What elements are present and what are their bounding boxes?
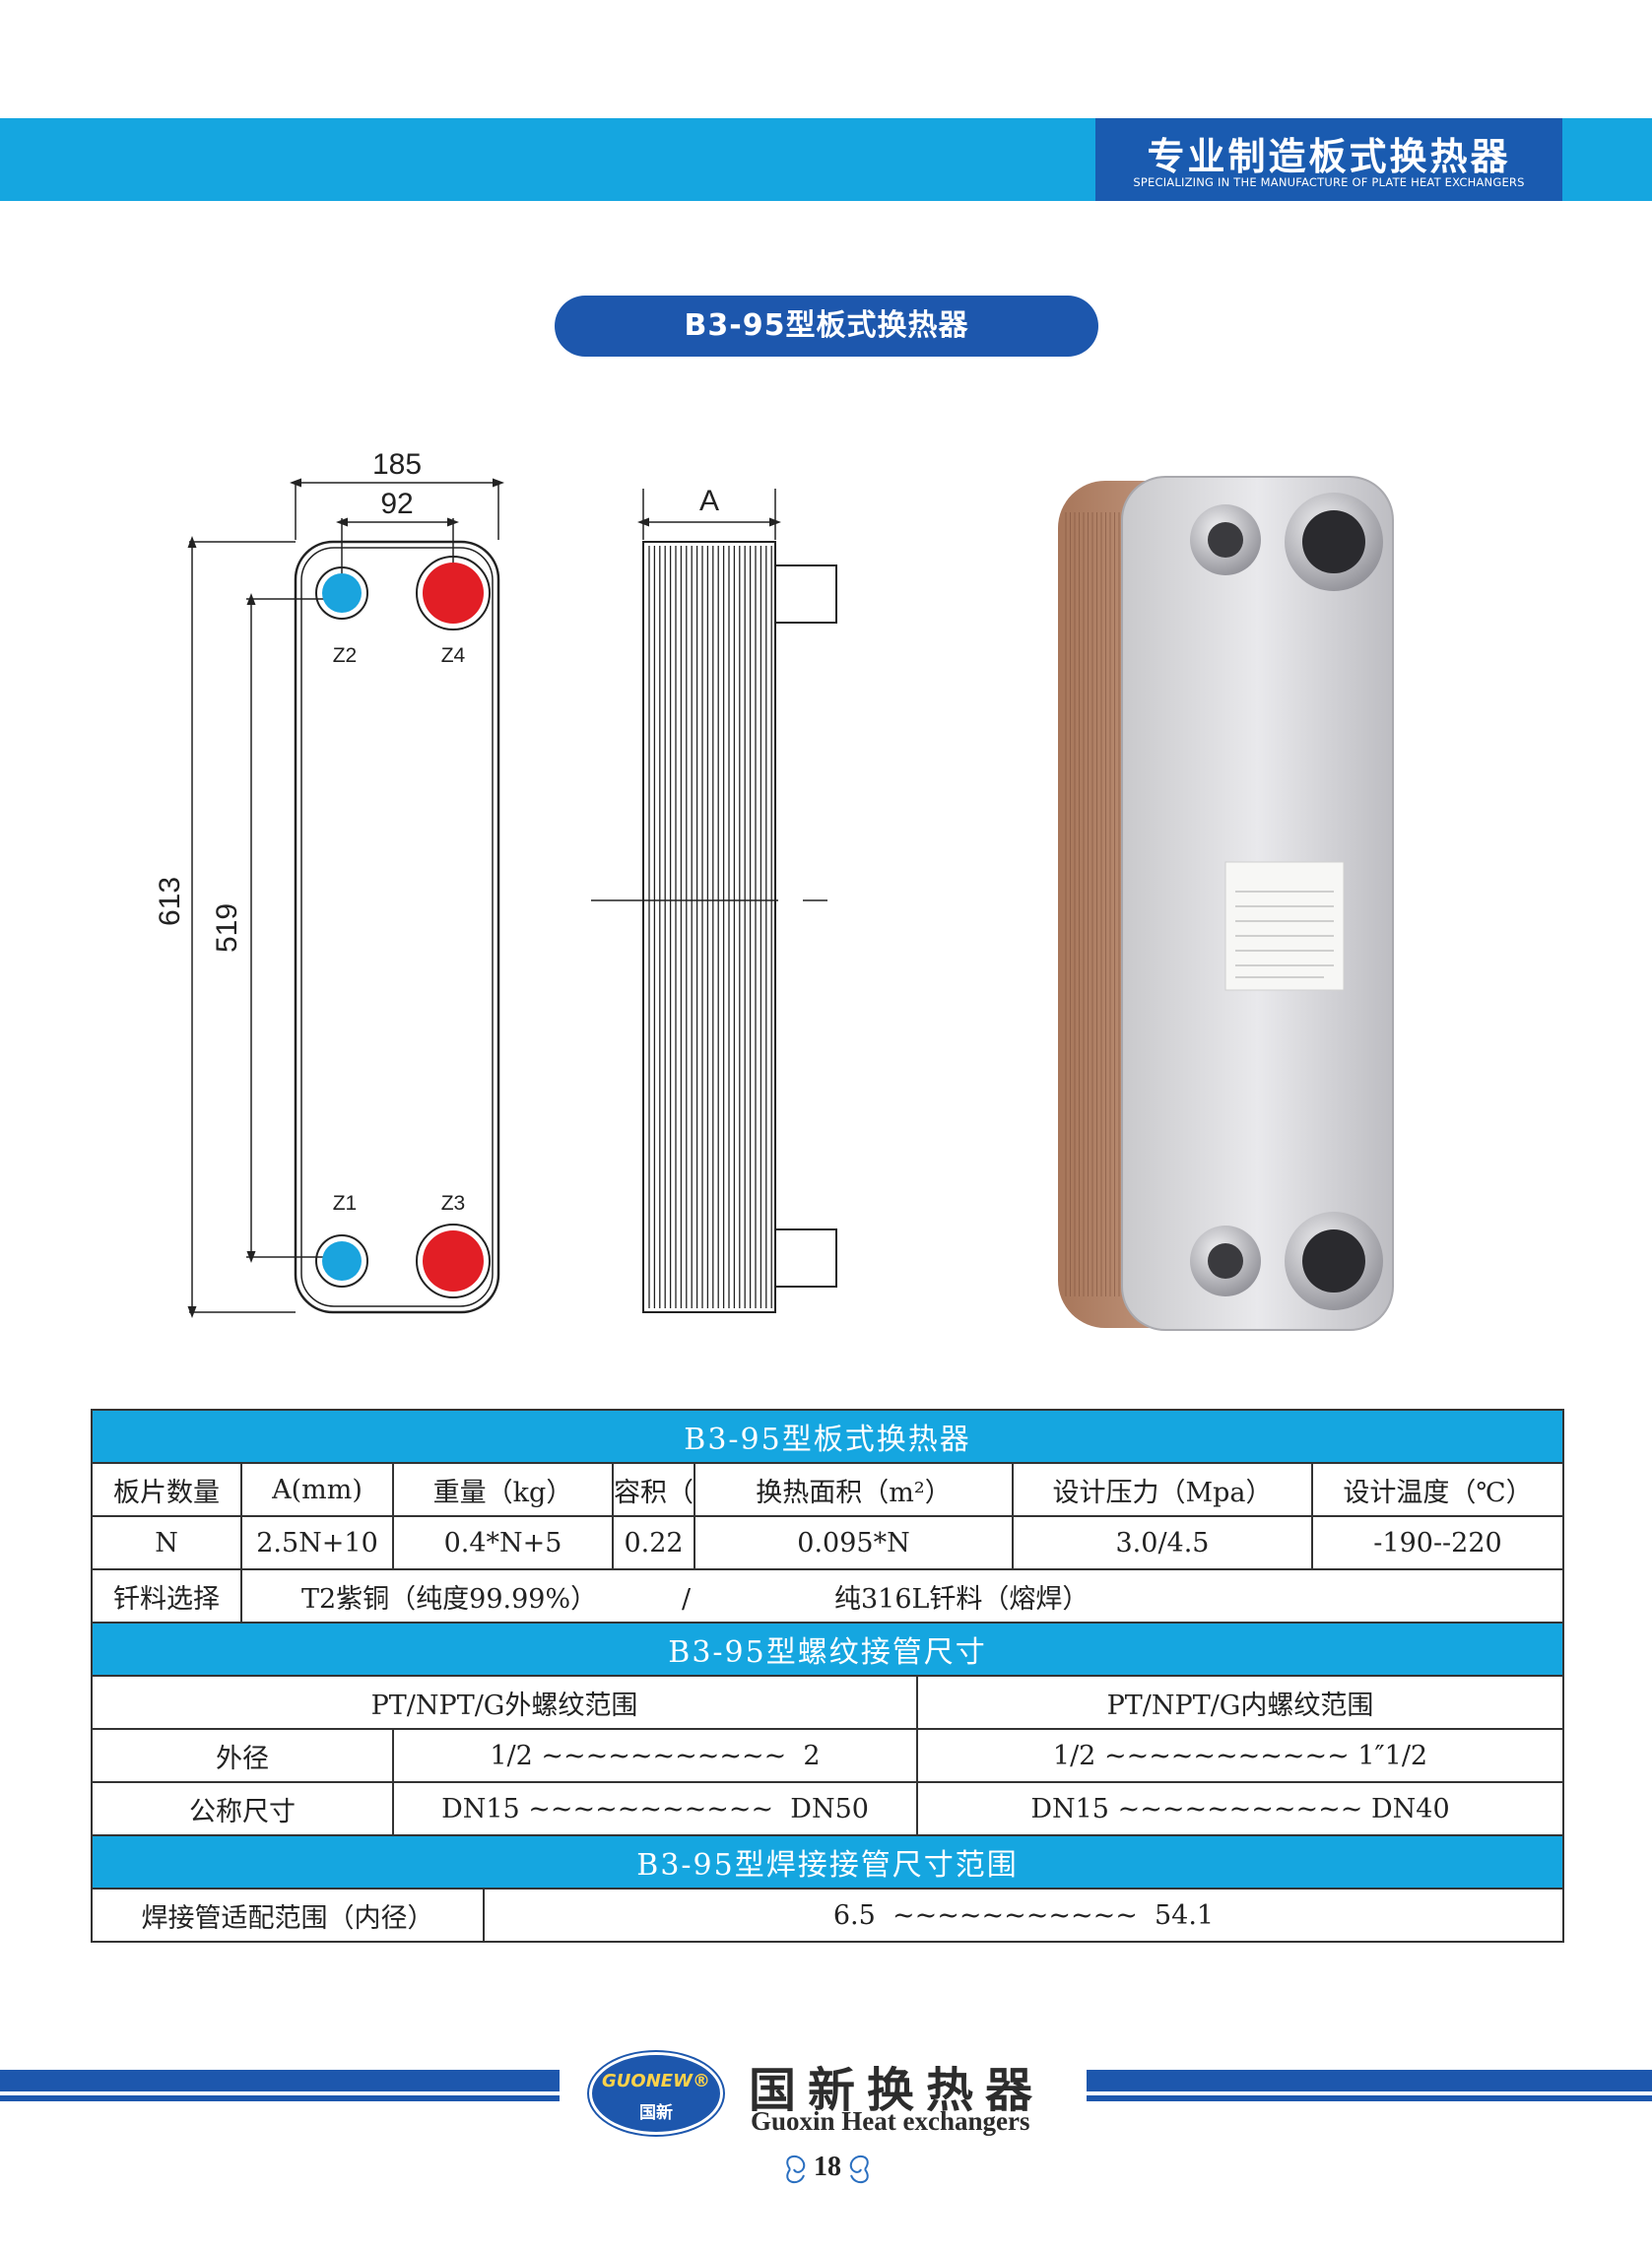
brand-name-en: Guoxin Heat exchangers	[751, 2106, 1030, 2136]
spec-table: B3-95型板式换热器 板片数量 A(mm) 重量（kg） 容积（L） 换热面积…	[90, 1409, 1565, 1943]
weld-value: 6.5 ~~~~~~~~~~~ 54.1	[482, 1888, 1565, 1943]
footer-band-left	[0, 2070, 560, 2091]
logo-text-en: GUONEW®	[602, 2071, 710, 2091]
table-row: 钎料选择 T2紫铜（纯度99.99%） / 纯316L钎料（熔焊）	[91, 1568, 1565, 1624]
footer-band-left-thin	[0, 2095, 560, 2101]
table-header-cell: A(mm)	[240, 1462, 394, 1517]
brand-name-cn: 国新换热器	[749, 2063, 1045, 2118]
dn-label: 公称尺寸	[91, 1781, 394, 1836]
thread-inner-header: PT/NPT/G内螺纹范围	[915, 1675, 1565, 1730]
port-z2-circle	[322, 573, 362, 613]
technical-drawing: 185 92 613 519 Z2 Z4 Z1 Z3 A	[154, 448, 837, 1318]
weld-label: 焊接管适配范围（内径）	[91, 1888, 485, 1943]
table-row: 外径 1/2 ~~~~~~~~~~~ 2 1/2 ~~~~~~~~~~~ 1″1…	[91, 1728, 1565, 1783]
port-label: Z4	[441, 644, 466, 667]
table-cell: 3.0/4.5	[1012, 1515, 1313, 1570]
thread-outer-header: PT/NPT/G外螺纹范围	[91, 1675, 918, 1730]
logo-text-cn: 国新	[639, 2103, 673, 2123]
table-header-cell: 设计温度（℃）	[1310, 1462, 1565, 1517]
solder-label: 钎料选择	[91, 1568, 242, 1624]
table-row: 焊接管适配范围（内径） 6.5 ~~~~~~~~~~~ 54.1	[91, 1888, 1565, 1943]
table-row: 公称尺寸 DN15 ~~~~~~~~~~~ DN50 DN15 ~~~~~~~~…	[91, 1781, 1565, 1836]
header-subtitle: SPECIALIZING IN THE MANUFACTURE OF PLATE…	[1133, 175, 1525, 189]
table-row: 板片数量 A(mm) 重量（kg） 容积（L） 换热面积（m²） 设计压力（Mp…	[91, 1462, 1565, 1517]
table-header-cell: 板片数量	[91, 1462, 242, 1517]
dim-port-height: 519	[211, 903, 243, 953]
dn-inner-range: DN15 ~~~~~~~~~~~ DN40	[915, 1781, 1565, 1836]
port-z3-circle	[423, 1230, 484, 1292]
footer-band-right	[1087, 2070, 1652, 2091]
spec-table-title: B3-95型板式换热器	[90, 1409, 1565, 1464]
dim-port-spacing: 92	[380, 488, 413, 520]
thread-table-title: B3-95型螺纹接管尺寸	[90, 1622, 1565, 1677]
table-cell: 0.22	[612, 1515, 695, 1570]
header-title: 专业制造板式换热器	[1147, 135, 1511, 178]
product-photo	[1058, 476, 1394, 1331]
table-cell: -190--220	[1310, 1515, 1565, 1570]
dim-thickness: A	[699, 485, 719, 517]
table-row: N 2.5N+10 0.4*N+5 0.22 0.095*N 3.0/4.5 -…	[91, 1515, 1565, 1570]
od-inner-range: 1/2 ~~~~~~~~~~~ 1″1/2	[915, 1728, 1565, 1783]
footer-band-right-thin	[1087, 2095, 1652, 2101]
port-label: Z3	[441, 1192, 466, 1215]
table-row: PT/NPT/G外螺纹范围 PT/NPT/G内螺纹范围	[91, 1675, 1565, 1730]
port-label: Z1	[333, 1192, 358, 1215]
port-z1-circle	[322, 1241, 362, 1281]
od-label: 外径	[91, 1728, 394, 1783]
od-outer-range: 1/2 ~~~~~~~~~~~ 2	[392, 1728, 918, 1783]
table-header-cell: 设计压力（Mpa）	[1012, 1462, 1313, 1517]
table-cell: N	[91, 1515, 242, 1570]
dn-outer-range: DN15 ~~~~~~~~~~~ DN50	[392, 1781, 918, 1836]
weld-table-title: B3-95型焊接接管尺寸范围	[90, 1834, 1565, 1890]
table-cell: 2.5N+10	[240, 1515, 394, 1570]
page-number-ornament-icon	[786, 2155, 869, 2184]
solder-value: T2紫铜（纯度99.99%） / 纯316L钎料（熔焊）	[239, 1568, 1565, 1624]
header-title-box: 专业制造板式换热器 SPECIALIZING IN THE MANUFACTUR…	[1095, 118, 1562, 201]
page-number: 18	[814, 2152, 841, 2182]
port-z4-circle	[423, 563, 484, 624]
table-cell: 0.095*N	[694, 1515, 1014, 1570]
table-header-cell: 换热面积（m²）	[694, 1462, 1014, 1517]
table-header-cell: 重量（kg）	[392, 1462, 614, 1517]
product-title-pill: B3-95型板式换热器	[555, 296, 1098, 357]
front-view-outline	[294, 540, 500, 1314]
side-view: A	[591, 485, 837, 1313]
table-header-cell: 容积（L）	[612, 1462, 695, 1517]
company-logo: GUONEW® 国新	[589, 2052, 723, 2135]
dim-height: 613	[154, 877, 186, 926]
table-cell: 0.4*N+5	[392, 1515, 614, 1570]
dim-width: 185	[372, 448, 422, 481]
port-label: Z2	[333, 644, 358, 667]
